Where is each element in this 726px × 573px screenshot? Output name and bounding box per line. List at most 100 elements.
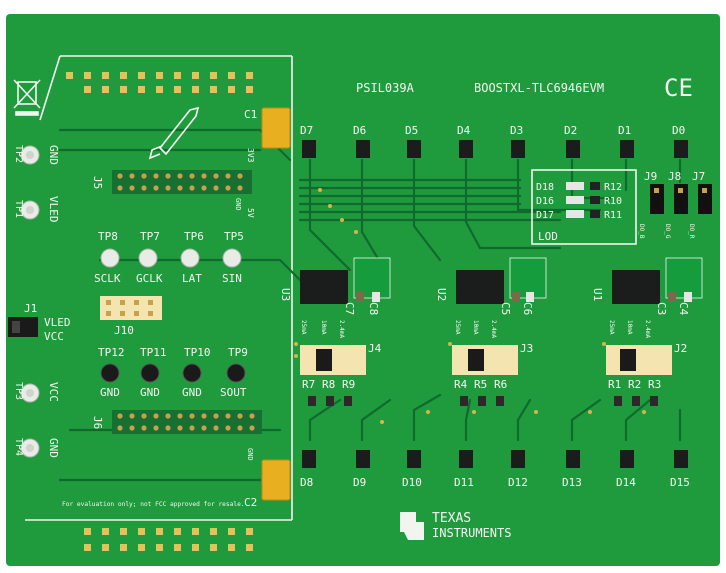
lod-resistor-label: R11 — [604, 210, 622, 221]
left-testpoints — [20, 145, 40, 458]
lod-resistor-label: R12 — [604, 182, 622, 193]
small-caps — [356, 292, 692, 302]
left-tp-id: TP3 — [13, 382, 24, 400]
header-label: J6 — [91, 416, 104, 429]
jumpers-j9-j7 — [650, 184, 712, 214]
led-label: D3 — [510, 124, 523, 137]
testpoint-label: SIN — [222, 272, 242, 285]
capacitor-c1 — [261, 107, 291, 149]
led-row-top — [302, 140, 688, 158]
cap-label: C3 — [655, 302, 668, 315]
jumper-bank-label: J4 — [368, 342, 382, 355]
board-code: PSIL039A — [356, 81, 415, 95]
testpoint-row-bottom — [100, 363, 246, 383]
resistor-label: R3 — [648, 378, 661, 391]
testpoint-label: GND — [182, 386, 202, 399]
resistor-label: R1 — [608, 378, 621, 391]
led-label: D13 — [562, 476, 582, 489]
jumper-side-label: DO_R — [688, 224, 695, 239]
resistor-label: R8 — [322, 378, 335, 391]
testpoint-id: TP11 — [140, 346, 167, 359]
left-tp-label: GND — [47, 145, 60, 165]
current-label: 25mA — [300, 320, 307, 335]
led-label: D4 — [457, 124, 471, 137]
header-pin-label: GND — [246, 448, 254, 461]
j1-line1: VLED — [44, 316, 71, 329]
header-j6 — [112, 410, 262, 434]
lod-title: LOD — [538, 230, 558, 243]
current-label: 2.4mA — [644, 320, 651, 338]
left-tp-label: VCC — [47, 382, 60, 402]
current-label: 2.4mA — [338, 320, 345, 338]
led-label: D10 — [402, 476, 422, 489]
testpoint-id: TP10 — [184, 346, 211, 359]
led-label: D0 — [672, 124, 685, 137]
jumper-side-label: DO_B — [638, 224, 645, 239]
resistor-label: R2 — [628, 378, 641, 391]
resistor-label: R7 — [302, 378, 315, 391]
cap-label: C5 — [499, 302, 512, 315]
resistor-label: R6 — [494, 378, 507, 391]
testpoint-label: SOUT — [220, 386, 247, 399]
cap-label: C4 — [677, 302, 690, 316]
brand-line1: TEXAS — [432, 511, 471, 526]
testpoint-label: SCLK — [94, 272, 121, 285]
testpoint-id: TP9 — [228, 346, 248, 359]
current-jumper-banks — [300, 345, 672, 375]
led-label: D12 — [508, 476, 528, 489]
led-label: D6 — [353, 124, 366, 137]
led-label: D2 — [564, 124, 577, 137]
j1-label: J1 — [24, 302, 37, 315]
jumper-label: J7 — [692, 170, 705, 183]
testpoint-id: TP6 — [184, 230, 204, 243]
edge-pads-bottom — [84, 528, 253, 551]
resistor-label: R9 — [342, 378, 355, 391]
lod-resistor-label: R10 — [604, 196, 622, 207]
board-name: BOOSTXL-TLC6946EVM — [474, 81, 604, 95]
left-tp-id: TP4 — [13, 438, 24, 456]
testpoint-id: TP8 — [98, 230, 118, 243]
current-label: 25mA — [454, 320, 461, 335]
led-label: D7 — [300, 124, 313, 137]
header-j5 — [112, 170, 252, 194]
brand-line2: INSTRUMENTS — [432, 526, 511, 540]
header-label: J10 — [114, 324, 134, 337]
jumper-label: J9 — [644, 170, 657, 183]
jumper-j1 — [8, 317, 38, 337]
ic-label: U3 — [279, 288, 292, 301]
current-label: 25mA — [608, 320, 615, 335]
ic-label: U1 — [591, 288, 604, 301]
testpoint-label: GND — [140, 386, 160, 399]
resistor-label: R5 — [474, 378, 487, 391]
header-pin-label: 5V — [246, 208, 255, 218]
header-label: J5 — [91, 176, 104, 189]
lod-diode-label: D17 — [536, 210, 554, 221]
capacitor-c2 — [261, 459, 291, 501]
cap-label: C1 — [244, 108, 257, 121]
testpoint-label: LAT — [182, 272, 202, 285]
testpoint-row-top — [100, 248, 242, 268]
ce-mark: CE — [664, 74, 693, 102]
led-row-bottom — [302, 450, 688, 468]
led-label: D14 — [616, 476, 636, 489]
testpoint-id: TP5 — [224, 230, 244, 243]
header-j10 — [100, 296, 162, 320]
disclaimer: For evaluation only; not FCC approved fo… — [62, 501, 245, 508]
lod-section — [531, 169, 637, 245]
testpoint-label: GND — [100, 386, 120, 399]
ic-drivers — [300, 257, 703, 304]
left-tp-id: TP1 — [13, 200, 24, 218]
weee-bin-icon — [13, 79, 41, 116]
ti-logo-icon — [400, 512, 424, 540]
led-label: D11 — [454, 476, 474, 489]
led-label: D9 — [353, 476, 366, 489]
cap-label: C7 — [343, 302, 356, 315]
cap-label: C8 — [367, 302, 380, 315]
testpoint-label: GCLK — [136, 272, 163, 285]
led-label: D1 — [618, 124, 631, 137]
current-label: 10mA — [472, 320, 479, 335]
led-label: D5 — [405, 124, 418, 137]
j1-line2: VCC — [44, 330, 64, 343]
header-pin-label: 3V3 — [246, 148, 255, 163]
